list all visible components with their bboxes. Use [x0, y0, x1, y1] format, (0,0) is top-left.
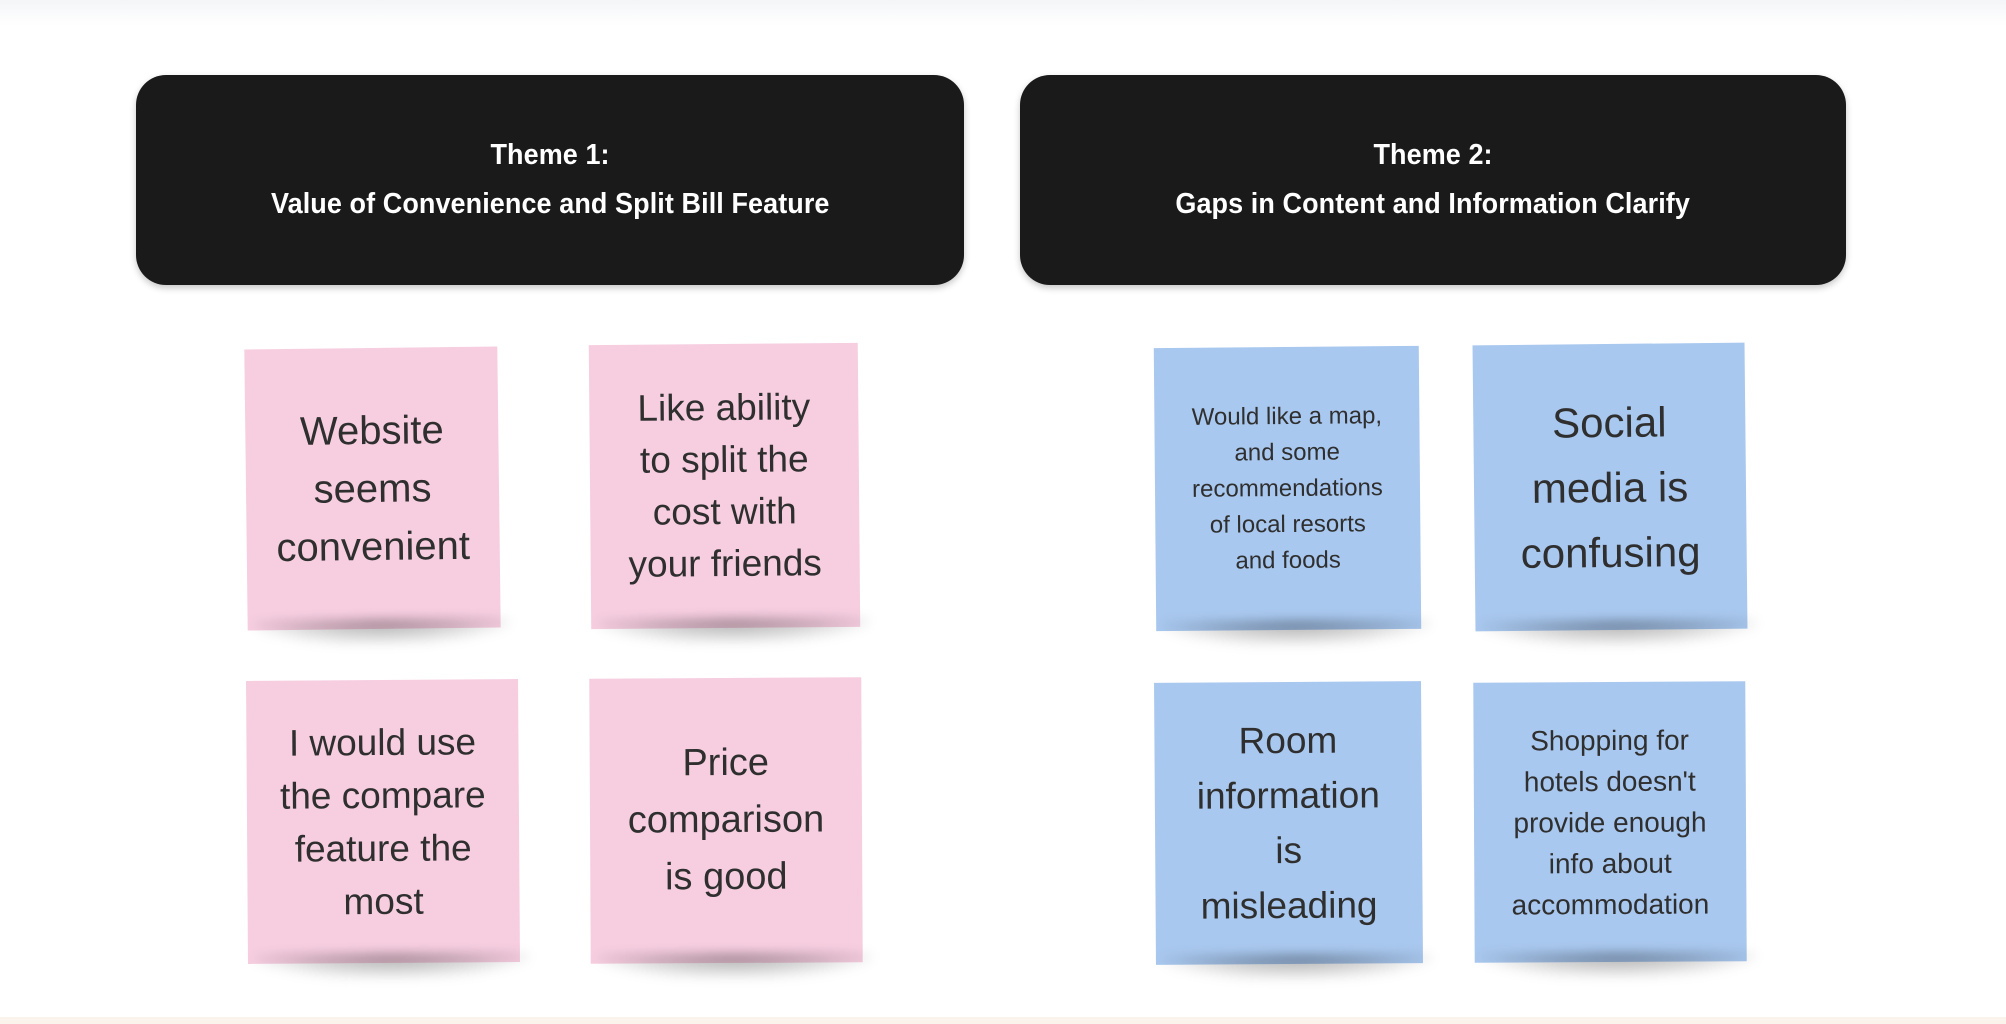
sticky-note-text: Price comparison is good	[627, 741, 825, 899]
theme-1-header-line1: Theme 1:	[490, 139, 610, 171]
sticky-note[interactable]: Social media is confusing	[1472, 342, 1748, 632]
theme-2-header-line1: Theme 2:	[1373, 139, 1493, 171]
sticky-note[interactable]: Room information is misleading	[1154, 681, 1423, 965]
sticky-note[interactable]: I would use the compare feature the most	[246, 679, 520, 964]
sticky-note-text: Social media is confusing	[1520, 397, 1701, 577]
sticky-note-text: Shopping for hotels doesn't provide enou…	[1511, 724, 1710, 921]
sticky-note-text: Would like a map, and some recommendatio…	[1191, 401, 1383, 574]
theme-1-header-line2: Value of Convenience and Split Bill Feat…	[270, 188, 830, 220]
sticky-note[interactable]: Website seems convenient	[244, 346, 501, 631]
theme-1-header: Theme 1: Value of Convenience and Split …	[136, 75, 964, 285]
sticky-note[interactable]: Would like a map, and some recommendatio…	[1153, 345, 1422, 632]
theme-2-header: Theme 2: Gaps in Content and Information…	[1020, 75, 1846, 285]
sticky-note-text: Room information is misleading	[1196, 719, 1380, 927]
sticky-note-text: I would use the compare feature the most	[279, 720, 486, 922]
sticky-note[interactable]: Price comparison is good	[589, 677, 863, 964]
theme-2-header-line2: Gaps in Content and Information Clarify	[1175, 188, 1691, 220]
sticky-note[interactable]: Like ability to split the cost with your…	[588, 342, 861, 630]
sticky-note-text: Like ability to split the cost with your…	[628, 386, 823, 585]
sticky-note[interactable]: Shopping for hotels doesn't provide enou…	[1473, 681, 1747, 963]
sticky-note-text: Website seems convenient	[276, 407, 471, 570]
